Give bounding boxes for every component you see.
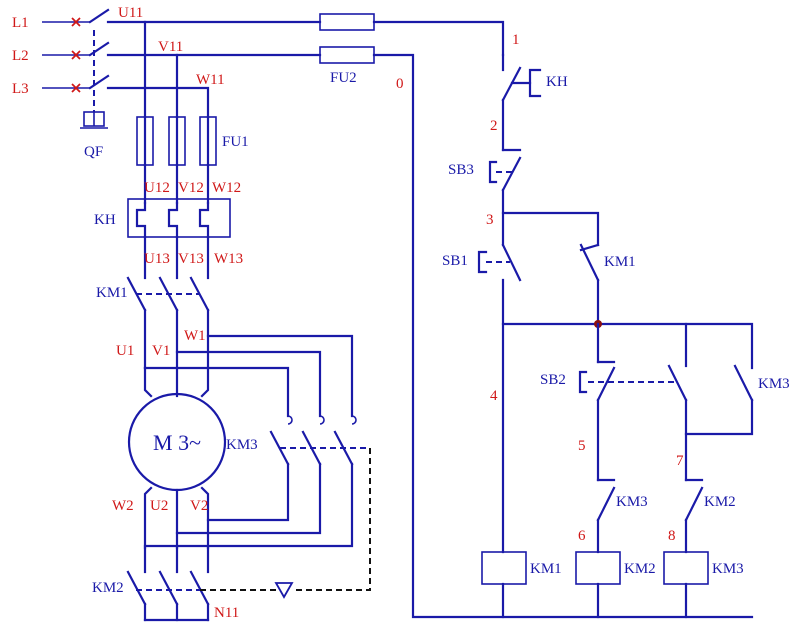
label-kh-main: KH [94,212,116,228]
km2-main-contacts [126,546,294,622]
coil-km3 [663,551,709,619]
label-sb1: SB1 [442,253,468,269]
label-km1-main: KM1 [96,285,128,301]
node-w13: W13 [214,251,243,267]
label-km1-aux: KM1 [604,254,636,270]
breaker-qf [80,8,110,129]
control-sb3 [488,148,522,247]
label-km2-nc: KM2 [704,494,736,510]
node-v13: V13 [178,251,204,267]
km1-main-contacts [126,276,210,370]
node-u11: U11 [118,5,143,21]
label-sb2: SB2 [540,372,566,388]
component-labels: L1 L2 L3 QF FU1 FU2 KH KH KM1 KM3 KM2 SB… [12,15,790,596]
node-5: 5 [578,438,586,454]
node-6: 6 [578,528,586,544]
label-l1: L1 [12,15,29,31]
node-u1: U1 [116,343,134,359]
control-bus [501,320,754,370]
km3-main-contacts [143,415,371,591]
delta-wiring [143,334,354,418]
motor [127,366,227,550]
coil-km1 [481,551,527,619]
control-km2-nc [684,478,704,554]
control-km3-nc [596,478,616,554]
control-sb2 [578,322,676,482]
control-km1-aux [579,243,600,326]
node-1: 1 [512,32,520,48]
label-km2-main: KM2 [92,580,124,596]
label-kh-ctrl: KH [546,74,568,90]
label-l3: L3 [12,81,29,97]
label-fu2: FU2 [330,70,357,86]
node-w11: W11 [196,72,225,88]
node-w12: W12 [212,180,241,196]
node-w1: W1 [184,328,206,344]
label-km3-main: KM3 [226,437,258,453]
node-n11: N11 [214,605,239,621]
fuse-fu1 [136,115,217,167]
label-km3-nc: KM3 [616,494,648,510]
node-7: 7 [676,453,684,469]
node-v11: V11 [158,39,183,55]
control-kh-contact [501,53,542,152]
node-4: 4 [490,388,498,404]
node-8: 8 [668,528,676,544]
control-km3-aux [667,364,754,482]
control-sb1 [477,243,522,554]
label-km3-aux: KM3 [758,376,790,392]
node-v2: V2 [190,498,208,514]
fuse-fu2 [319,13,375,64]
label-l2: L2 [12,48,29,64]
node-u13: U13 [144,251,170,267]
node-3: 3 [486,212,494,228]
node-2: 2 [490,118,498,134]
label-coil-km3: KM3 [712,561,744,577]
node-0: 0 [396,76,404,92]
incoming-lines [42,17,90,93]
control-node3 [501,211,600,247]
label-motor: M 3~ [153,430,201,455]
node-u2: U2 [150,498,168,514]
thermal-relay-kh [127,163,231,280]
node-labels: U11 V11 W11 U12 V12 W12 U13 V13 W13 U1 V… [112,5,684,621]
label-fu1: FU1 [222,134,249,150]
coil-km2 [575,551,621,619]
node-v12: V12 [178,180,204,196]
node-w2: W2 [112,498,134,514]
label-sb3: SB3 [448,162,474,178]
main-bus [106,20,754,619]
label-coil-km2: KM2 [624,561,656,577]
label-coil-km1: KM1 [530,561,562,577]
label-qf: QF [84,144,103,160]
node-u12: U12 [144,180,170,196]
node-v1: V1 [152,343,170,359]
